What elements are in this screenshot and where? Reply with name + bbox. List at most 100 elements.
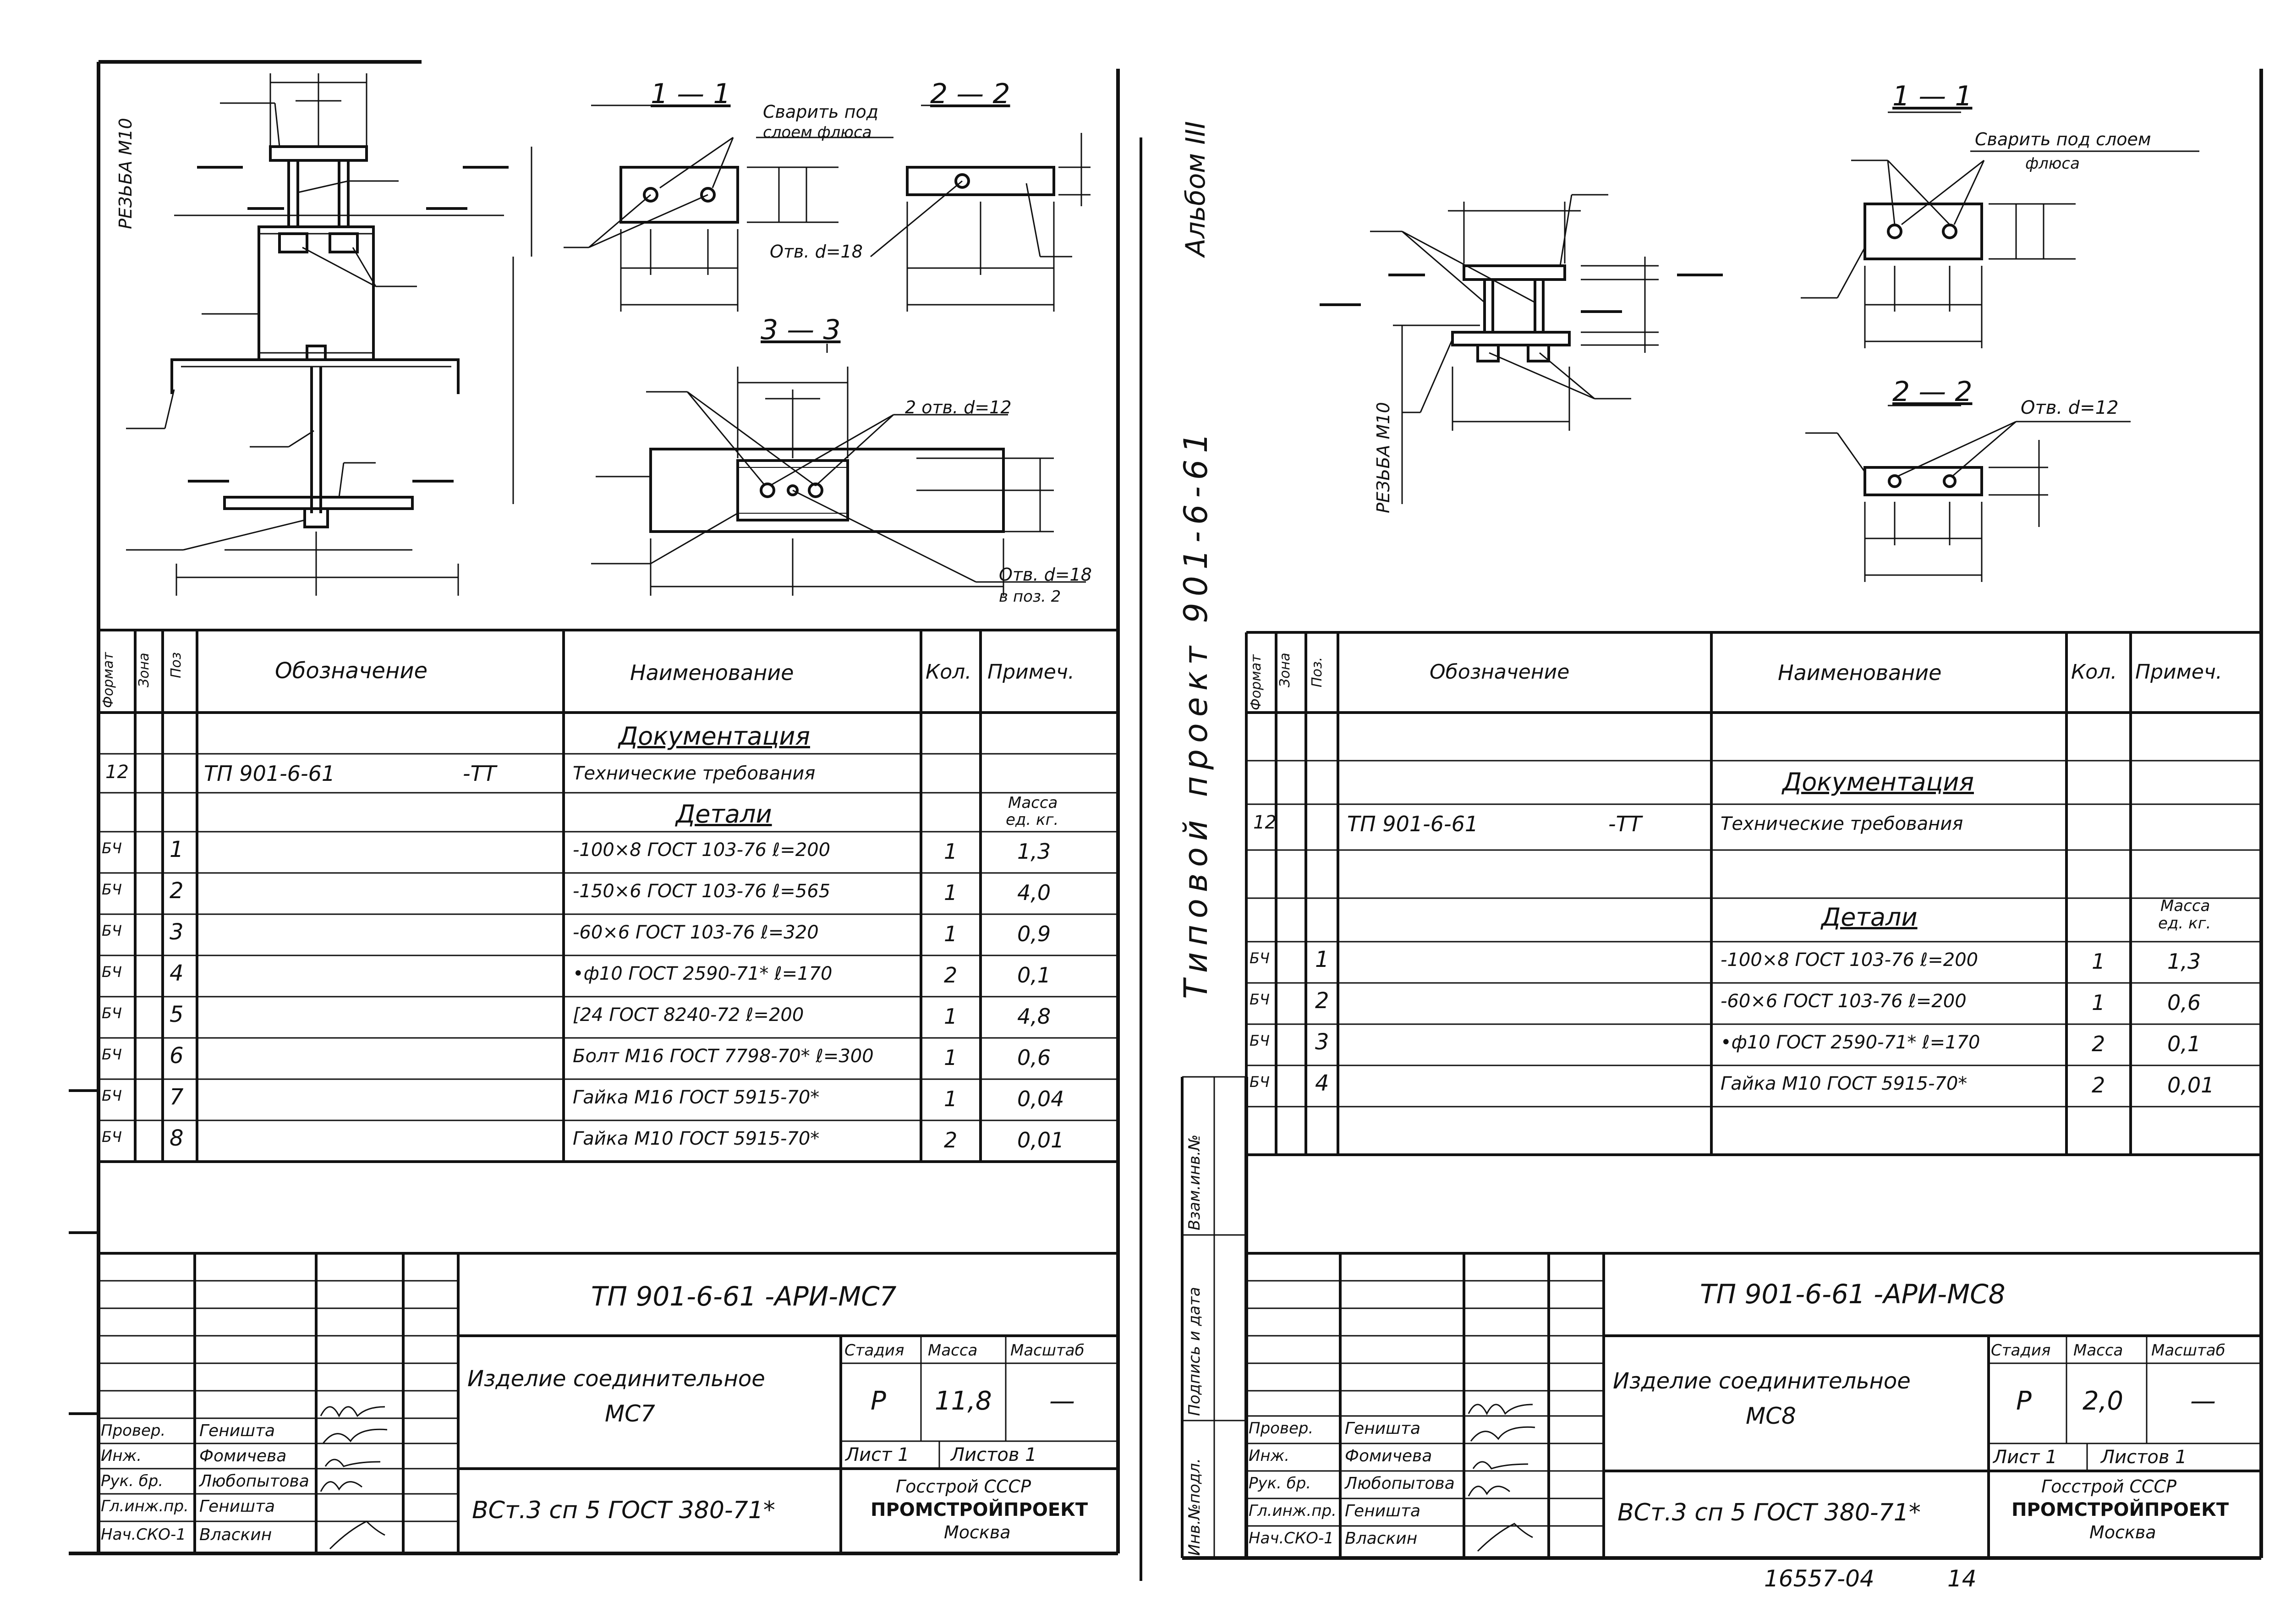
left-hdr-pos: Поз [168, 652, 184, 678]
left-sec11-title: 1 — 1 [651, 78, 731, 110]
right-hole-d12: Отв. d=12 [2021, 397, 2119, 418]
right-thread-label: РЕЗЬБА М10 [1373, 402, 1393, 513]
left-details-title: Детали [676, 800, 772, 828]
left-hdr-name: Наименование [630, 660, 794, 685]
spec-row-qty: 1 [944, 839, 958, 864]
spec-row-qty: 1 [944, 1086, 958, 1111]
spec-row-format: БЧ [102, 1004, 122, 1022]
right-doc-name: Технические требования [1721, 813, 1963, 834]
spec-row-name: Гайка М10 ГОСТ 5915-70* [573, 1128, 820, 1149]
right-tb-stage-label: Стадия [1991, 1341, 2051, 1360]
right-tb-stage: Р [2016, 1386, 2032, 1416]
project-label: Типовой проект 901-6-61 [1177, 426, 1215, 999]
right-section-1-1 [1801, 111, 2199, 348]
spec-row-format: БЧ [1250, 949, 1270, 967]
right-tb-scale-label: Масштаб [2151, 1341, 2225, 1360]
spec-row-pos: 7 [170, 1084, 184, 1110]
signer-name: Геништа [199, 1497, 275, 1516]
left-tb-org-1: Госстрой СССР [896, 1476, 1031, 1497]
right-signatures [1468, 1404, 1535, 1552]
signer-role: Инж. [1249, 1447, 1290, 1465]
signer-role: Нач.СКО-1 [1249, 1529, 1334, 1547]
spec-row-qty: 2 [2092, 1031, 2105, 1056]
spec-row-pos: 1 [1315, 947, 1329, 972]
spec-row-note: 0,6 [2167, 990, 2201, 1015]
spec-row-format: БЧ [1250, 1073, 1270, 1091]
side-inv-zam: Взам.инв.№ [1185, 1134, 1204, 1230]
right-hdr-name: Наименование [1778, 660, 1942, 685]
left-hole-2d12: 2 отв. d=12 [905, 397, 1012, 417]
spec-row-note: 0,04 [1017, 1086, 1064, 1111]
spec-row-qty: 1 [944, 880, 958, 905]
right-tb-item-name-2: МС8 [1746, 1403, 1796, 1429]
signer-role: Гл.инж.пр. [1249, 1502, 1337, 1520]
spec-row-name: Болт М16 ГОСТ 7798-70* ℓ=300 [573, 1046, 874, 1067]
spec-row-pos: 6 [170, 1043, 184, 1069]
spec-row-name: Гайка М16 ГОСТ 5915-70* [573, 1087, 820, 1108]
spec-row-note: 0,1 [2167, 1031, 2201, 1056]
spec-row-pos: 4 [170, 960, 184, 986]
left-section-3-3 [591, 344, 1086, 596]
right-tb-org-3: Москва [2089, 1522, 2156, 1542]
signer-name: Геништа [199, 1421, 275, 1440]
spec-row-format: БЧ [1250, 991, 1270, 1008]
left-hole-d18: Отв. d=18 [770, 241, 863, 262]
spec-row-name: -60×6 ГОСТ 103-76 ℓ=320 [573, 922, 819, 943]
signer-name: Власкин [1345, 1529, 1418, 1548]
spec-row-format: БЧ [102, 881, 122, 898]
spec-row-qty: 1 [944, 1004, 958, 1029]
left-hdr-note: Примеч. [987, 660, 1074, 684]
left-hdr-designation: Обозначение [275, 658, 428, 684]
right-hdr-designation: Обозначение [1430, 660, 1570, 684]
spec-row-format: БЧ [102, 839, 122, 857]
spec-row-note: 0,01 [1017, 1128, 1064, 1152]
left-weld-note-2: слоем флюса [763, 123, 872, 142]
left-doc-name: Технические требования [573, 763, 816, 784]
left-tb-mass-label: Масса [928, 1341, 978, 1360]
spec-row-pos: 3 [170, 919, 184, 945]
spec-row-note: 0,1 [1017, 963, 1051, 988]
signer-role: Нач.СКО-1 [101, 1525, 186, 1544]
spec-row-note: 0,6 [1017, 1045, 1051, 1070]
spec-row-qty: 1 [944, 922, 958, 946]
left-mass-note-2: ед. кг. [1006, 811, 1059, 829]
right-hdr-zone: Зона [1277, 653, 1293, 687]
signer-role: Провер. [1249, 1419, 1314, 1437]
left-weld-note-1: Сварить под [763, 102, 879, 122]
right-sec11-title: 1 — 1 [1892, 80, 1973, 112]
left-tb-material: ВСт.3 сп 5 ГОСТ 380-71* [472, 1497, 775, 1524]
spec-row-format: БЧ [102, 1128, 122, 1146]
signer-role: Рук. бр. [101, 1472, 164, 1490]
right-doc-format: 12 [1253, 812, 1277, 833]
right-tb-scale: — [2190, 1386, 2216, 1416]
right-tb-material: ВСт.3 сп 5 ГОСТ 380-71* [1617, 1499, 1921, 1526]
archive-number: 16557-04 [1764, 1565, 1874, 1592]
right-mass-note-2: ед. кг. [2158, 914, 2211, 933]
spec-row-pos: 8 [170, 1125, 184, 1151]
left-section-2-2 [870, 104, 1091, 312]
right-tb-mass: 2,0 [2083, 1386, 2124, 1416]
left-section-1-1 [564, 104, 893, 312]
signer-role: Рук. бр. [1249, 1474, 1311, 1492]
right-hdr-pos: Поз. [1309, 657, 1325, 687]
signer-name: Геништа [1345, 1419, 1421, 1438]
right-tb-sheets-total: Листов 1 [2101, 1447, 2187, 1468]
signer-name: Фомичева [199, 1447, 287, 1465]
signer-name: Геништа [1345, 1502, 1421, 1520]
right-tb-code: ТП 901-6-61 -АРИ-МС8 [1700, 1278, 2006, 1310]
left-doc-title: Документация [619, 722, 810, 751]
right-details-title: Детали [1821, 903, 1918, 932]
left-tb-org-3: Москва [944, 1522, 1011, 1542]
right-hdr-format: Формат [1248, 654, 1264, 710]
left-tb-scale-label: Масштаб [1010, 1341, 1085, 1360]
spec-row-pos: 4 [1315, 1070, 1329, 1096]
left-mass-note-1: Масса [1008, 794, 1058, 812]
spec-row-name: -150×6 ГОСТ 103-76 ℓ=565 [573, 881, 831, 902]
spec-row-format: БЧ [102, 1046, 122, 1063]
left-hole-pos2-2: в поз. 2 [999, 587, 1061, 606]
left-sheet-frame [69, 60, 1142, 1581]
spec-row-note: 4,0 [1017, 880, 1051, 905]
right-weld-note-2: флюса [2025, 154, 2080, 173]
left-tb-stage-label: Стадия [844, 1341, 904, 1360]
